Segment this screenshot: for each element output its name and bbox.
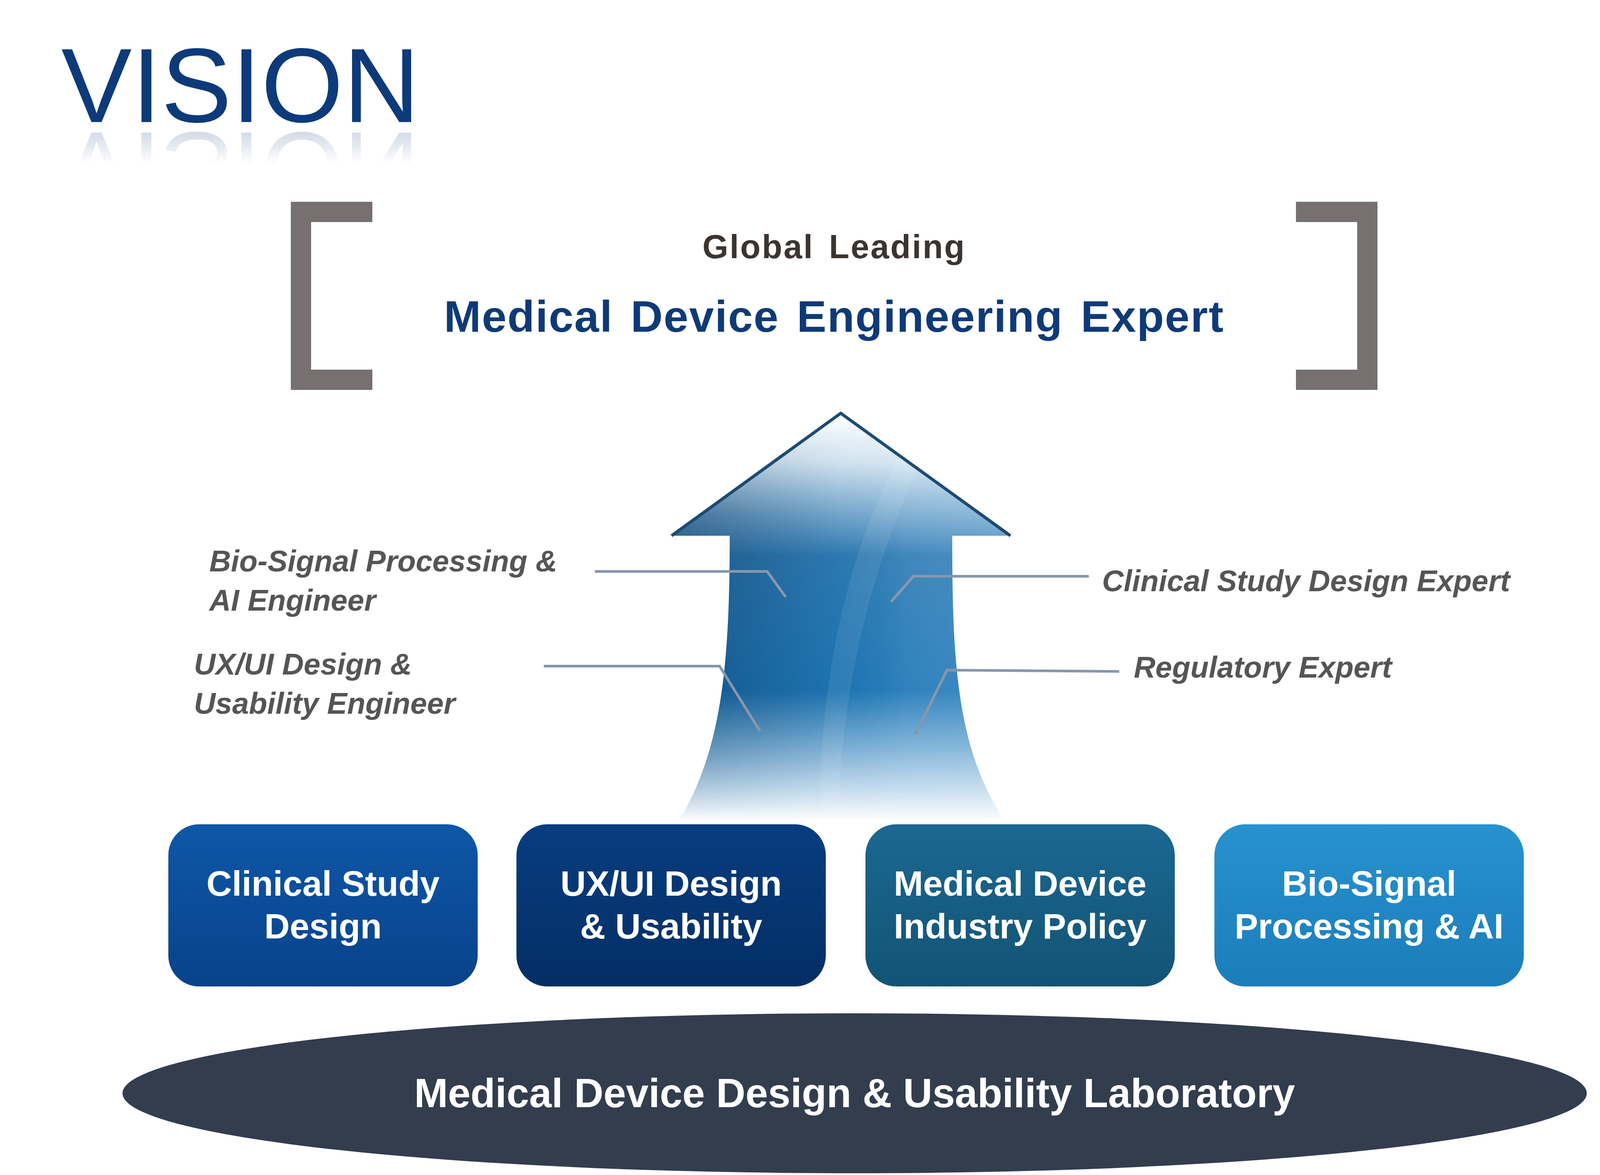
role-label: UX/UI Design & Usability Engineer: [193, 644, 529, 724]
leader-line: [890, 576, 1089, 602]
bracket-bar: [290, 201, 373, 223]
page-title: VISION: [61, 32, 420, 139]
arrow-shading: [671, 413, 1011, 822]
goal-bracket: Global LeadingMedical Device Engineering…: [290, 201, 1378, 390]
field-name: Clinical Study Design: [185, 862, 461, 949]
growth-arrow: [671, 413, 1011, 822]
field-box: UX/UI Design & Usability: [516, 824, 826, 987]
leader-line: [915, 670, 1120, 735]
field-name: UX/UI Design & Usability: [552, 862, 791, 949]
bracket-bar: [1295, 201, 1378, 223]
field-name: Bio-Signal Processing & AI: [1223, 862, 1515, 949]
leader-line: [543, 666, 761, 732]
field-box: Clinical Study Design: [168, 824, 478, 987]
goal-title: Medical Device Engineering Expert: [290, 289, 1378, 344]
goal-subtitle: Global Leading: [290, 226, 1378, 268]
bracket-bar: [1295, 369, 1378, 390]
leader-line: [594, 571, 786, 598]
arrow-highlight: [819, 458, 917, 822]
arrow-head-edge: [671, 413, 1011, 536]
field-box: Medical Device Industry Policy: [865, 824, 1175, 987]
bracket-bar: [1357, 201, 1378, 390]
role-label: Regulatory Expert: [1133, 647, 1393, 687]
bracket-bar: [290, 201, 312, 390]
lab-name: Medical Device Design & Usability Labora…: [414, 1069, 1296, 1118]
role-label: Bio-Signal Processing & AI Engineer: [209, 541, 576, 620]
bracket-bar: [290, 369, 373, 390]
role-label: Clinical Study Design Expert: [1102, 561, 1511, 601]
ellipse-fill: [122, 1013, 1587, 1174]
field-box: Bio-Signal Processing & AI: [1214, 824, 1524, 987]
foundation-ellipse: Medical Device Design & Usability Labora…: [122, 1013, 1587, 1174]
field-name: Medical Device Industry Policy: [883, 862, 1158, 949]
